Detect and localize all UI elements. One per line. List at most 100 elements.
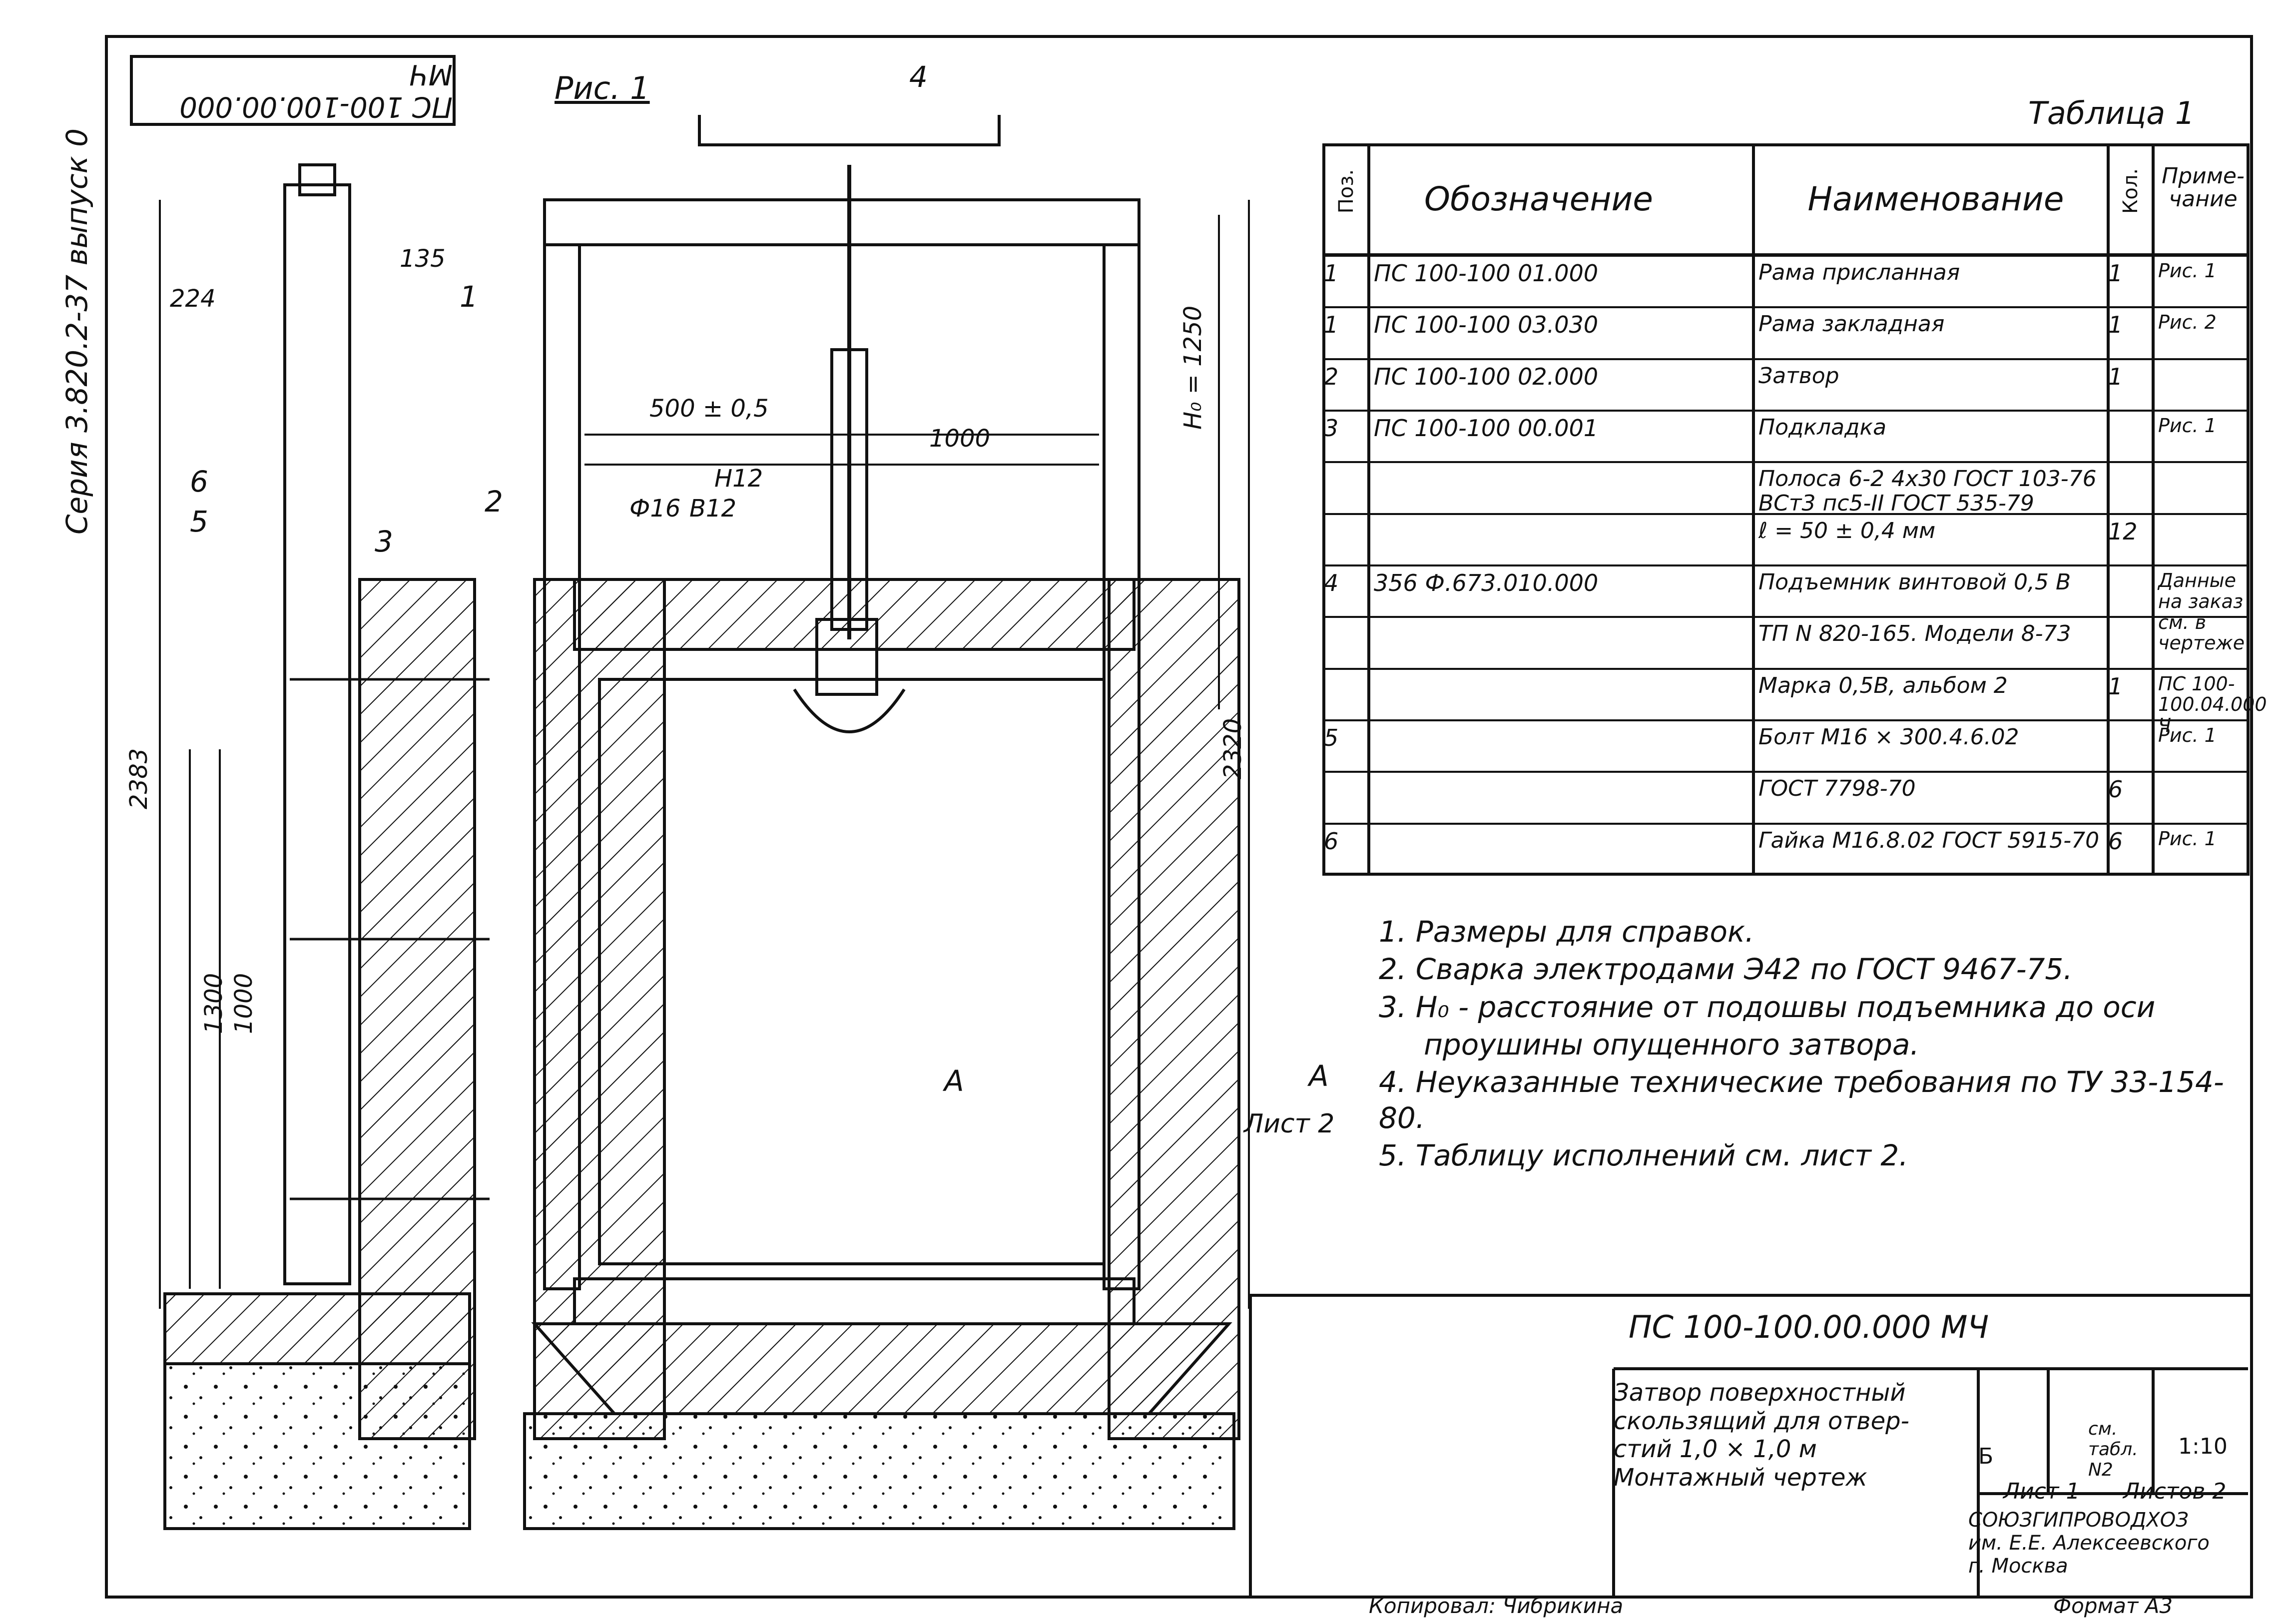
dimension-500: 500 ± 0,5: [649, 395, 769, 423]
dimension-diameter-16: Ф16: [629, 495, 681, 523]
title-block-lines: [1612, 1367, 2248, 1599]
side-view: [159, 163, 490, 1530]
position-2: 2: [485, 485, 503, 519]
table-cell: ГОСТ 7798-70: [1758, 776, 1916, 802]
header-pos: Поз.: [1335, 169, 1358, 214]
table-header-row: Поз. Обозначение Наименование Кол. Приме…: [1324, 145, 2248, 255]
table-cell: 6: [2108, 827, 2123, 855]
table-cell: 1: [2108, 260, 2123, 287]
table-row: 2 ПС 100-100 02.000 Затвор 1: [1324, 358, 2248, 412]
table-cell: Болт М16 × 300.4.6.02: [1758, 724, 2019, 750]
table-row: Полоса 6-2 4x30 ГОСТ 103-76 ВСт3 пс5-II …: [1324, 461, 2248, 515]
table-cell: 356 Ф.673.010.000: [1374, 569, 1599, 596]
position-5: 5: [190, 505, 208, 539]
table-cell: ПС 100-100 02.000: [1374, 363, 1599, 390]
format-label: Формат А3: [2053, 1594, 2173, 1618]
title-block-title: Затвор поверхностный скользящий для отве…: [1614, 1379, 1909, 1492]
dimension-1000-side: 1000: [230, 973, 258, 1034]
table-cell: 2: [1324, 363, 1339, 390]
title-block-org: СОЮЗГИПРОВОДХОЗ им. Е.Е. Алексеевского г…: [1968, 1509, 2210, 1578]
dimension-224: 224: [170, 285, 216, 313]
position-3: 3: [375, 525, 393, 558]
table-title: Таблица 1: [2028, 95, 2195, 131]
header-designation: Обозначение: [1424, 180, 1653, 218]
table-cell: ПС 100-100 00.001: [1374, 415, 1599, 442]
dimension-1300: 1300: [200, 973, 228, 1034]
section-a-front: А: [944, 1064, 964, 1098]
dimension-b12: В12: [689, 495, 737, 523]
table-cell: Данные на заказ см. в чертеже: [2158, 569, 2250, 654]
dimension-2320: 2320: [1219, 718, 1247, 779]
table-cell: Затвор: [1758, 363, 1839, 389]
table-row: 4 356 Ф.673.010.000 Подъемник винтовой 0,5…: [1324, 564, 2248, 653]
title-block-code: ПС 100-100.00.000 МЧ: [1629, 1309, 1989, 1345]
table-cell: ПС 100-100 01.000: [1374, 260, 1599, 287]
title-block-mass: см. табл. N2: [2088, 1419, 2138, 1480]
table-cell: ПС 100-100.04.000 Ч: [2158, 672, 2273, 737]
note-3-cont: проушины опущенного затвора.: [1424, 1027, 1919, 1062]
table-cell: Полоса 6-2 4x30 ГОСТ 103-76 ВСт3 пс5-II …: [1758, 466, 2104, 516]
table-row: 3 ПС 100-100 00.001 Подкладка Рис. 1: [1324, 410, 2248, 463]
position-6: 6: [190, 465, 208, 499]
note-4: 4. Неуказанные технические требования по…: [1379, 1065, 2224, 1135]
table-cell: ПС 100-100 03.030: [1374, 311, 1599, 339]
drawing-frame: [105, 35, 2253, 1599]
table-cell: ℓ = 50 ± 0,4 мм: [1758, 518, 1936, 543]
series-label: Серия 3.820.2-37 выпуск 0: [60, 128, 94, 535]
title-block-sheets: Листов 2: [2123, 1479, 2227, 1504]
table-row: ТП N 820-165. Модели 8-73: [1324, 616, 2248, 669]
table-cell: ТП N 820-165. Модели 8-73: [1758, 621, 2071, 647]
note-1: 1. Размеры для справок.: [1379, 915, 1754, 949]
dimension-1000: 1000: [929, 425, 991, 453]
table-cell: Рис. 1: [2158, 415, 2217, 437]
note-2: 2. Сварка электродами Э42 по ГОСТ 9467-7…: [1379, 952, 2073, 987]
position-4: 4: [909, 60, 928, 94]
title-block-sheet: Лист 1: [2003, 1479, 2080, 1504]
front-view: [523, 115, 1250, 1530]
dimension-2383: 2383: [125, 748, 153, 809]
table-row: 5 Болт М16 × 300.4.6.02 Рис. 1: [1324, 719, 2248, 773]
table-cell: Подъемник винтовой 0,5 В: [1758, 569, 2071, 595]
table-cell: 6: [1324, 827, 1339, 855]
table-cell: Рис. 1: [2158, 827, 2217, 850]
dimension-135: 135: [400, 245, 446, 273]
note-3: 3. H₀ - расстояние от подошвы подъемника…: [1379, 990, 2156, 1024]
table-cell: Рис. 1: [2158, 260, 2217, 282]
table-cell: Рама закладная: [1758, 311, 1945, 337]
position-1: 1: [460, 280, 478, 314]
table-cell: 1: [2108, 363, 2123, 390]
table-cell: Рама присланная: [1758, 260, 1960, 285]
header-qty: Кол.: [2119, 168, 2142, 214]
table-cell: Марка 0,5В, альбом 2: [1758, 672, 2008, 698]
table-cell: 1: [2108, 311, 2123, 339]
table-cell: 1: [2108, 672, 2123, 700]
table-cell: 5: [1324, 724, 1339, 751]
note-5: 5. Таблицу исполнений см. лист 2.: [1379, 1138, 1908, 1172]
section-a-side: А: [1309, 1059, 1329, 1093]
header-name: Наименование: [1807, 180, 2064, 218]
dimension-h0: H₀ = 1250: [1179, 305, 1207, 430]
table-row: 6 Гайка М16.8.02 ГОСТ 5915-70 6 Рис. 1: [1324, 822, 2248, 876]
table-cell: 4: [1324, 569, 1339, 596]
header-note: Приме-чание: [2162, 163, 2245, 212]
title-block-scale: 1:10: [2178, 1434, 2228, 1459]
corner-drawing-code: ПС 100-100.00.000 МЧ: [130, 55, 456, 126]
table-row: ℓ = 50 ± 0,4 мм 12: [1324, 513, 2248, 566]
table-cell: 1: [1324, 311, 1339, 339]
title-block: [1249, 1294, 2253, 1599]
copied-by: Копировал: Чибрикина: [1369, 1594, 1624, 1618]
table-cell: 1: [1324, 260, 1339, 287]
table-cell: 3: [1324, 415, 1339, 442]
table-cell: 12: [2108, 518, 2138, 545]
table-cell: Подкладка: [1758, 415, 1887, 440]
spec-table: Поз. Обозначение Наименование Кол. Приме…: [1324, 145, 2267, 876]
table-cell: Рис. 1: [2158, 724, 2217, 746]
sheet-reference: Лист 2: [1244, 1109, 1335, 1139]
table-cell: Гайка М16.8.02 ГОСТ 5915-70: [1758, 827, 2100, 853]
figure-label: Рис. 1: [555, 70, 650, 106]
